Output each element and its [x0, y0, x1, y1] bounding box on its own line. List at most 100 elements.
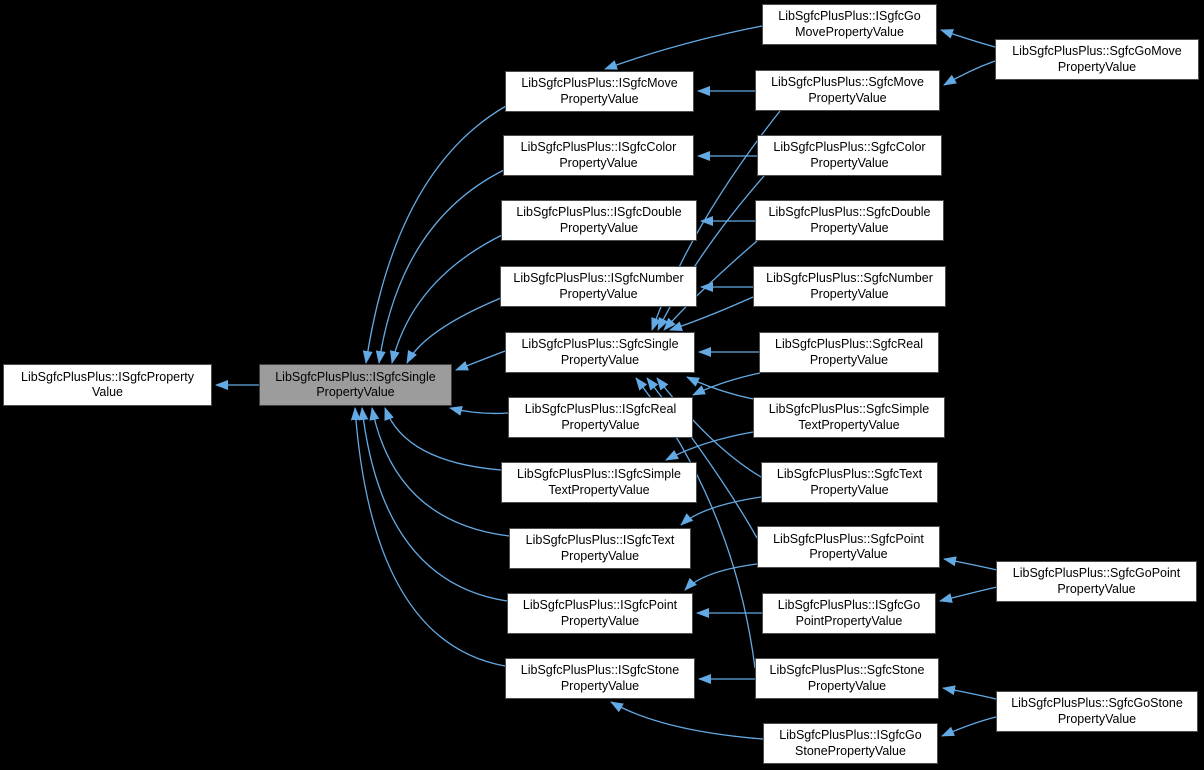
- edge-isgfc-stone-to-isgfc-single: [350, 407, 506, 667]
- class-node-label: LibSgfcPlusPlus::ISgfcSingle: [275, 369, 436, 384]
- edge-sgfc-go-stone-to-isgfc-go-stone: [941, 716, 997, 737]
- edge-sgfc-point-to-isgfc-point: [684, 563, 758, 591]
- class-node-label: LibSgfcPlusPlus::ISgfcReal: [524, 402, 677, 416]
- edge-isgfc-double-to-isgfc-single: [389, 234, 503, 364]
- class-node-label: LibSgfcPlusPlus::SgfcMove: [771, 75, 924, 89]
- class-node-label: LibSgfcPlusPlus::SgfcNumber: [766, 271, 933, 285]
- class-node-label: PropertyValue: [560, 91, 639, 106]
- class-node-label: PropertyValue: [560, 613, 640, 628]
- class-node-label: LibSgfcPlusPlus::ISgfcMove: [521, 76, 678, 90]
- class-node-label: Value: [91, 385, 124, 399]
- class-node-label: PointPropertyValue: [795, 613, 903, 628]
- edge-isgfc-point-to-isgfc-single: [358, 407, 508, 602]
- class-node-label: TextPropertyValue: [798, 417, 900, 432]
- class-node-label: TextPropertyValue: [548, 482, 650, 497]
- class-node-label: LibSgfcPlusPlus::SgfcGoPoint: [1012, 566, 1181, 580]
- edge-sgfc-simple-text-to-sgfc-single: [686, 376, 754, 400]
- edge-isgfc-color-to-isgfc-single: [375, 169, 505, 364]
- class-node-label: LibSgfcPlusPlus::SgfcDouble: [768, 205, 931, 219]
- class-node-label: PropertyValue: [1057, 581, 1136, 596]
- edge-sgfc-go-move-to-sgfc-move: [943, 60, 996, 86]
- class-node-label: LibSgfcPlusPlus::ISgfcGo: [779, 728, 922, 742]
- edge-sgfc-go-stone-to-sgfc-stone: [942, 685, 997, 700]
- class-node-label: PropertyValue: [560, 678, 640, 693]
- class-node-label: PropertyValue: [810, 286, 889, 301]
- class-node-label: LibSgfcPlusPlus::ISgfcStone: [520, 663, 680, 677]
- class-node-label: PropertyValue: [807, 678, 887, 693]
- class-node-label: LibSgfcPlusPlus::ISgfcText: [525, 533, 675, 547]
- edge-sgfc-single-to-isgfc-single: [455, 350, 506, 371]
- edge-sgfc-color-to-sgfc-single: [657, 175, 765, 331]
- edge-isgfc-text-to-isgfc-single: [369, 407, 510, 537]
- class-node-label: LibSgfcPlusPlus::SgfcReal: [775, 337, 923, 351]
- edge-isgfc-move-to-isgfc-single: [362, 105, 507, 364]
- class-node-label: PropertyValue: [1057, 59, 1137, 74]
- edge-isgfc-go-move-to-isgfc-move: [604, 25, 763, 70]
- class-node-label: LibSgfcPlusPlus::SgfcSimple: [768, 402, 930, 416]
- class-node-label: LibSgfcPlusPlus::ISgfcColor: [520, 140, 677, 154]
- edge-sgfc-go-move-to-isgfc-go-move: [940, 29, 996, 48]
- class-node-label: LibSgfcPlusPlus::SgfcText: [776, 467, 923, 481]
- class-node-label: PropertyValue: [809, 547, 888, 561]
- edge-sgfc-real-to-isgfc-real: [692, 372, 761, 396]
- edge-sgfc-go-point-to-isgfc-go-point: [939, 586, 998, 603]
- class-node-label: LibSgfcPlusPlus::SgfcPoint: [773, 531, 924, 546]
- class-node-label: LibSgfcPlusPlus::ISgfcSimple: [517, 467, 681, 481]
- edge-sgfc-go-point-to-sgfc-point: [943, 556, 998, 571]
- class-node-label: LibSgfcPlusPlus::ISgfcNumber: [513, 271, 684, 285]
- class-node-label: PropertyValue: [559, 220, 639, 235]
- class-node-label: LibSgfcPlusPlus::SgfcSingle: [521, 337, 679, 351]
- class-node-label: PropertyValue: [560, 548, 640, 563]
- class-node-label: PropertyValue: [810, 220, 889, 235]
- class-node-label: LibSgfcPlusPlus::SgfcGoStone: [1011, 696, 1183, 710]
- class-node-label: MovePropertyValue: [795, 24, 904, 39]
- class-node-label: LibSgfcPlusPlus::SgfcGoMove: [1012, 44, 1182, 58]
- class-node-label: PropertyValue: [559, 155, 638, 170]
- class-node-label: LibSgfcPlusPlus::ISgfcGo: [777, 598, 921, 612]
- class-node-label: PropertyValue: [560, 352, 640, 367]
- class-node-label: PropertyValue: [316, 385, 395, 399]
- class-node-label: LibSgfcPlusPlus::ISgfcProperty: [21, 369, 194, 384]
- class-node-label: PropertyValue: [1057, 711, 1137, 726]
- class-node-label: PropertyValue: [559, 286, 638, 301]
- edge-isgfc-real-to-isgfc-single: [449, 406, 509, 416]
- edge-sgfc-simple-text-to-isgfc-simple-text: [665, 431, 754, 461]
- edge-sgfc-text-to-sgfc-single: [656, 377, 762, 478]
- edge-isgfc-number-to-isgfc-single: [406, 297, 502, 364]
- edge-isgfc-go-stone-to-isgfc-stone: [610, 701, 764, 740]
- class-node-label: LibSgfcPlusPlus::SgfcColor: [773, 140, 926, 154]
- class-node-label: PropertyValue: [561, 417, 640, 432]
- class-node-label: PropertyValue: [809, 352, 889, 367]
- class-node-label: PropertyValue: [808, 90, 887, 105]
- edge-sgfc-text-to-isgfc-text: [680, 496, 762, 526]
- class-node-label: PropertyValue: [810, 155, 889, 170]
